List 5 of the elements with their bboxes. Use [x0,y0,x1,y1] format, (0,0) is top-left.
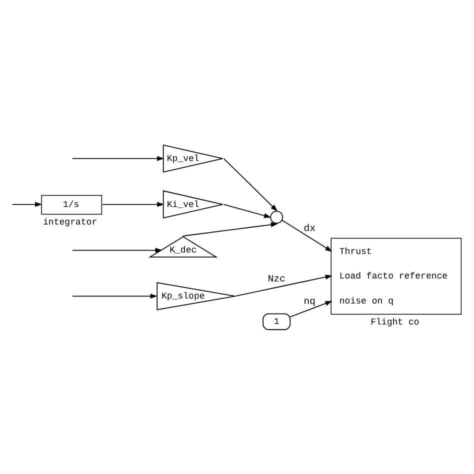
edge-label: nq [304,295,316,306]
edge-label: dx [304,222,316,234]
node-label: Flight co [370,316,420,327]
edge-label: Nzc [268,272,286,284]
node-label: integrator [43,216,98,227]
